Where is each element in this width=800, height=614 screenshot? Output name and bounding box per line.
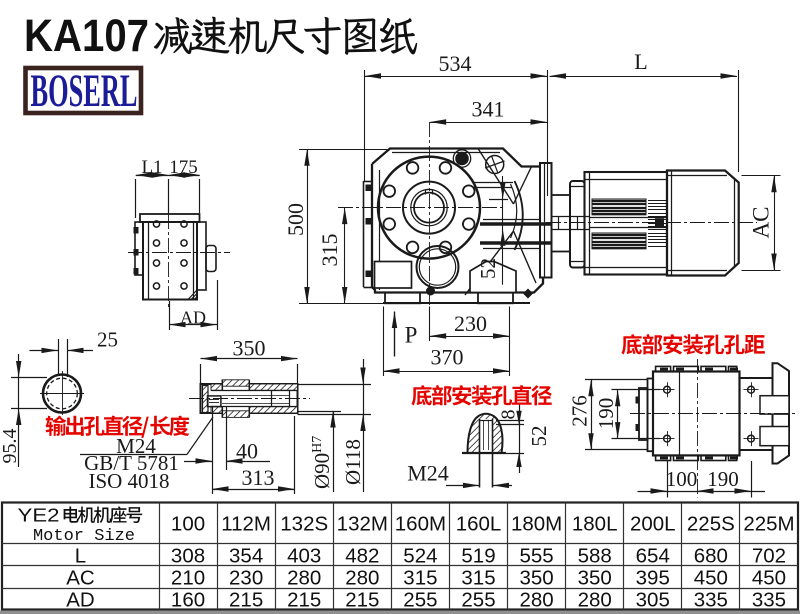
svg-text:112M: 112M — [221, 513, 271, 536]
svg-text:305: 305 — [636, 588, 670, 611]
svg-text:276: 276 — [567, 395, 591, 427]
svg-text:L: L — [634, 49, 647, 74]
svg-text:500: 500 — [283, 203, 308, 236]
svg-text:M24: M24 — [116, 434, 156, 458]
svg-text:354: 354 — [229, 544, 263, 567]
svg-text:160M: 160M — [395, 513, 446, 536]
svg-text:588: 588 — [578, 544, 612, 567]
svg-text:BOSERL: BOSERL — [31, 65, 138, 117]
svg-text:AD: AD — [66, 588, 94, 611]
svg-text:519: 519 — [461, 544, 495, 567]
svg-text:200L: 200L — [630, 513, 676, 536]
svg-text:YE2: YE2 — [18, 506, 60, 526]
svg-text:350: 350 — [519, 566, 553, 589]
svg-text:482: 482 — [345, 544, 379, 567]
svg-text:190: 190 — [707, 467, 739, 491]
svg-text:Ø118: Ø118 — [341, 439, 365, 485]
svg-text:Motor Size: Motor Size — [33, 527, 135, 546]
svg-text:8: 8 — [498, 410, 520, 420]
svg-text:AC: AC — [66, 566, 95, 589]
svg-text:450: 450 — [752, 566, 786, 589]
svg-text:335: 335 — [752, 588, 786, 611]
svg-text:308: 308 — [171, 544, 205, 567]
svg-text:190: 190 — [594, 398, 618, 430]
svg-text:GB/T 5781: GB/T 5781 — [84, 451, 179, 475]
svg-text:225M: 225M — [743, 513, 794, 536]
svg-text:313: 313 — [242, 465, 275, 490]
svg-text:25: 25 — [97, 327, 118, 351]
svg-text:132S: 132S — [280, 513, 328, 536]
svg-text:555: 555 — [519, 544, 553, 567]
svg-text:350: 350 — [578, 566, 612, 589]
svg-text:40: 40 — [236, 439, 258, 464]
svg-text:180L: 180L — [572, 513, 618, 536]
svg-text:KA107: KA107 — [24, 10, 149, 61]
svg-text:AD: AD — [180, 307, 206, 327]
svg-text:Ø90H7: Ø90H7 — [310, 436, 334, 489]
svg-text:315: 315 — [403, 566, 437, 589]
svg-text:680: 680 — [694, 544, 728, 567]
svg-text:335: 335 — [694, 588, 728, 611]
svg-text:215: 215 — [287, 588, 321, 611]
svg-text:280: 280 — [578, 588, 612, 611]
svg-text:100: 100 — [666, 467, 698, 491]
svg-text:160L: 160L — [456, 513, 502, 536]
svg-text:230: 230 — [454, 311, 487, 336]
svg-text:255: 255 — [461, 588, 495, 611]
svg-text:230: 230 — [229, 566, 263, 589]
svg-text:534: 534 — [439, 51, 472, 76]
svg-text:395: 395 — [636, 566, 670, 589]
svg-text:280: 280 — [345, 566, 379, 589]
svg-text:ISO 4018: ISO 4018 — [88, 469, 169, 493]
svg-text:255: 255 — [403, 588, 437, 611]
svg-text:280: 280 — [287, 566, 321, 589]
svg-text:215: 215 — [229, 588, 263, 611]
svg-text:315: 315 — [461, 566, 495, 589]
svg-text:654: 654 — [636, 544, 670, 567]
svg-text:P: P — [405, 323, 418, 348]
svg-text:AC: AC — [749, 207, 774, 239]
svg-text:370: 370 — [431, 345, 464, 370]
svg-text:L1: L1 — [141, 157, 162, 178]
svg-text:M24: M24 — [407, 461, 449, 486]
svg-text:225S: 225S — [687, 513, 735, 536]
svg-text:52: 52 — [527, 426, 551, 447]
svg-text:100: 100 — [171, 513, 205, 536]
svg-text:341: 341 — [472, 97, 505, 122]
svg-text:280: 280 — [519, 588, 553, 611]
svg-text:180M: 180M — [511, 513, 562, 536]
svg-text:702: 702 — [752, 544, 786, 567]
svg-text:403: 403 — [287, 544, 321, 567]
svg-text:52: 52 — [476, 258, 500, 279]
svg-text:95.4: 95.4 — [0, 429, 21, 464]
svg-text:215: 215 — [345, 588, 379, 611]
svg-text:175: 175 — [169, 157, 198, 178]
svg-text:132M: 132M — [337, 513, 388, 536]
svg-text:350: 350 — [233, 336, 266, 361]
svg-text:210: 210 — [171, 566, 205, 589]
svg-text:315: 315 — [317, 234, 342, 267]
svg-text:524: 524 — [403, 544, 437, 567]
svg-text:L: L — [75, 544, 86, 567]
svg-text:450: 450 — [694, 566, 728, 589]
svg-text:160: 160 — [171, 588, 205, 611]
